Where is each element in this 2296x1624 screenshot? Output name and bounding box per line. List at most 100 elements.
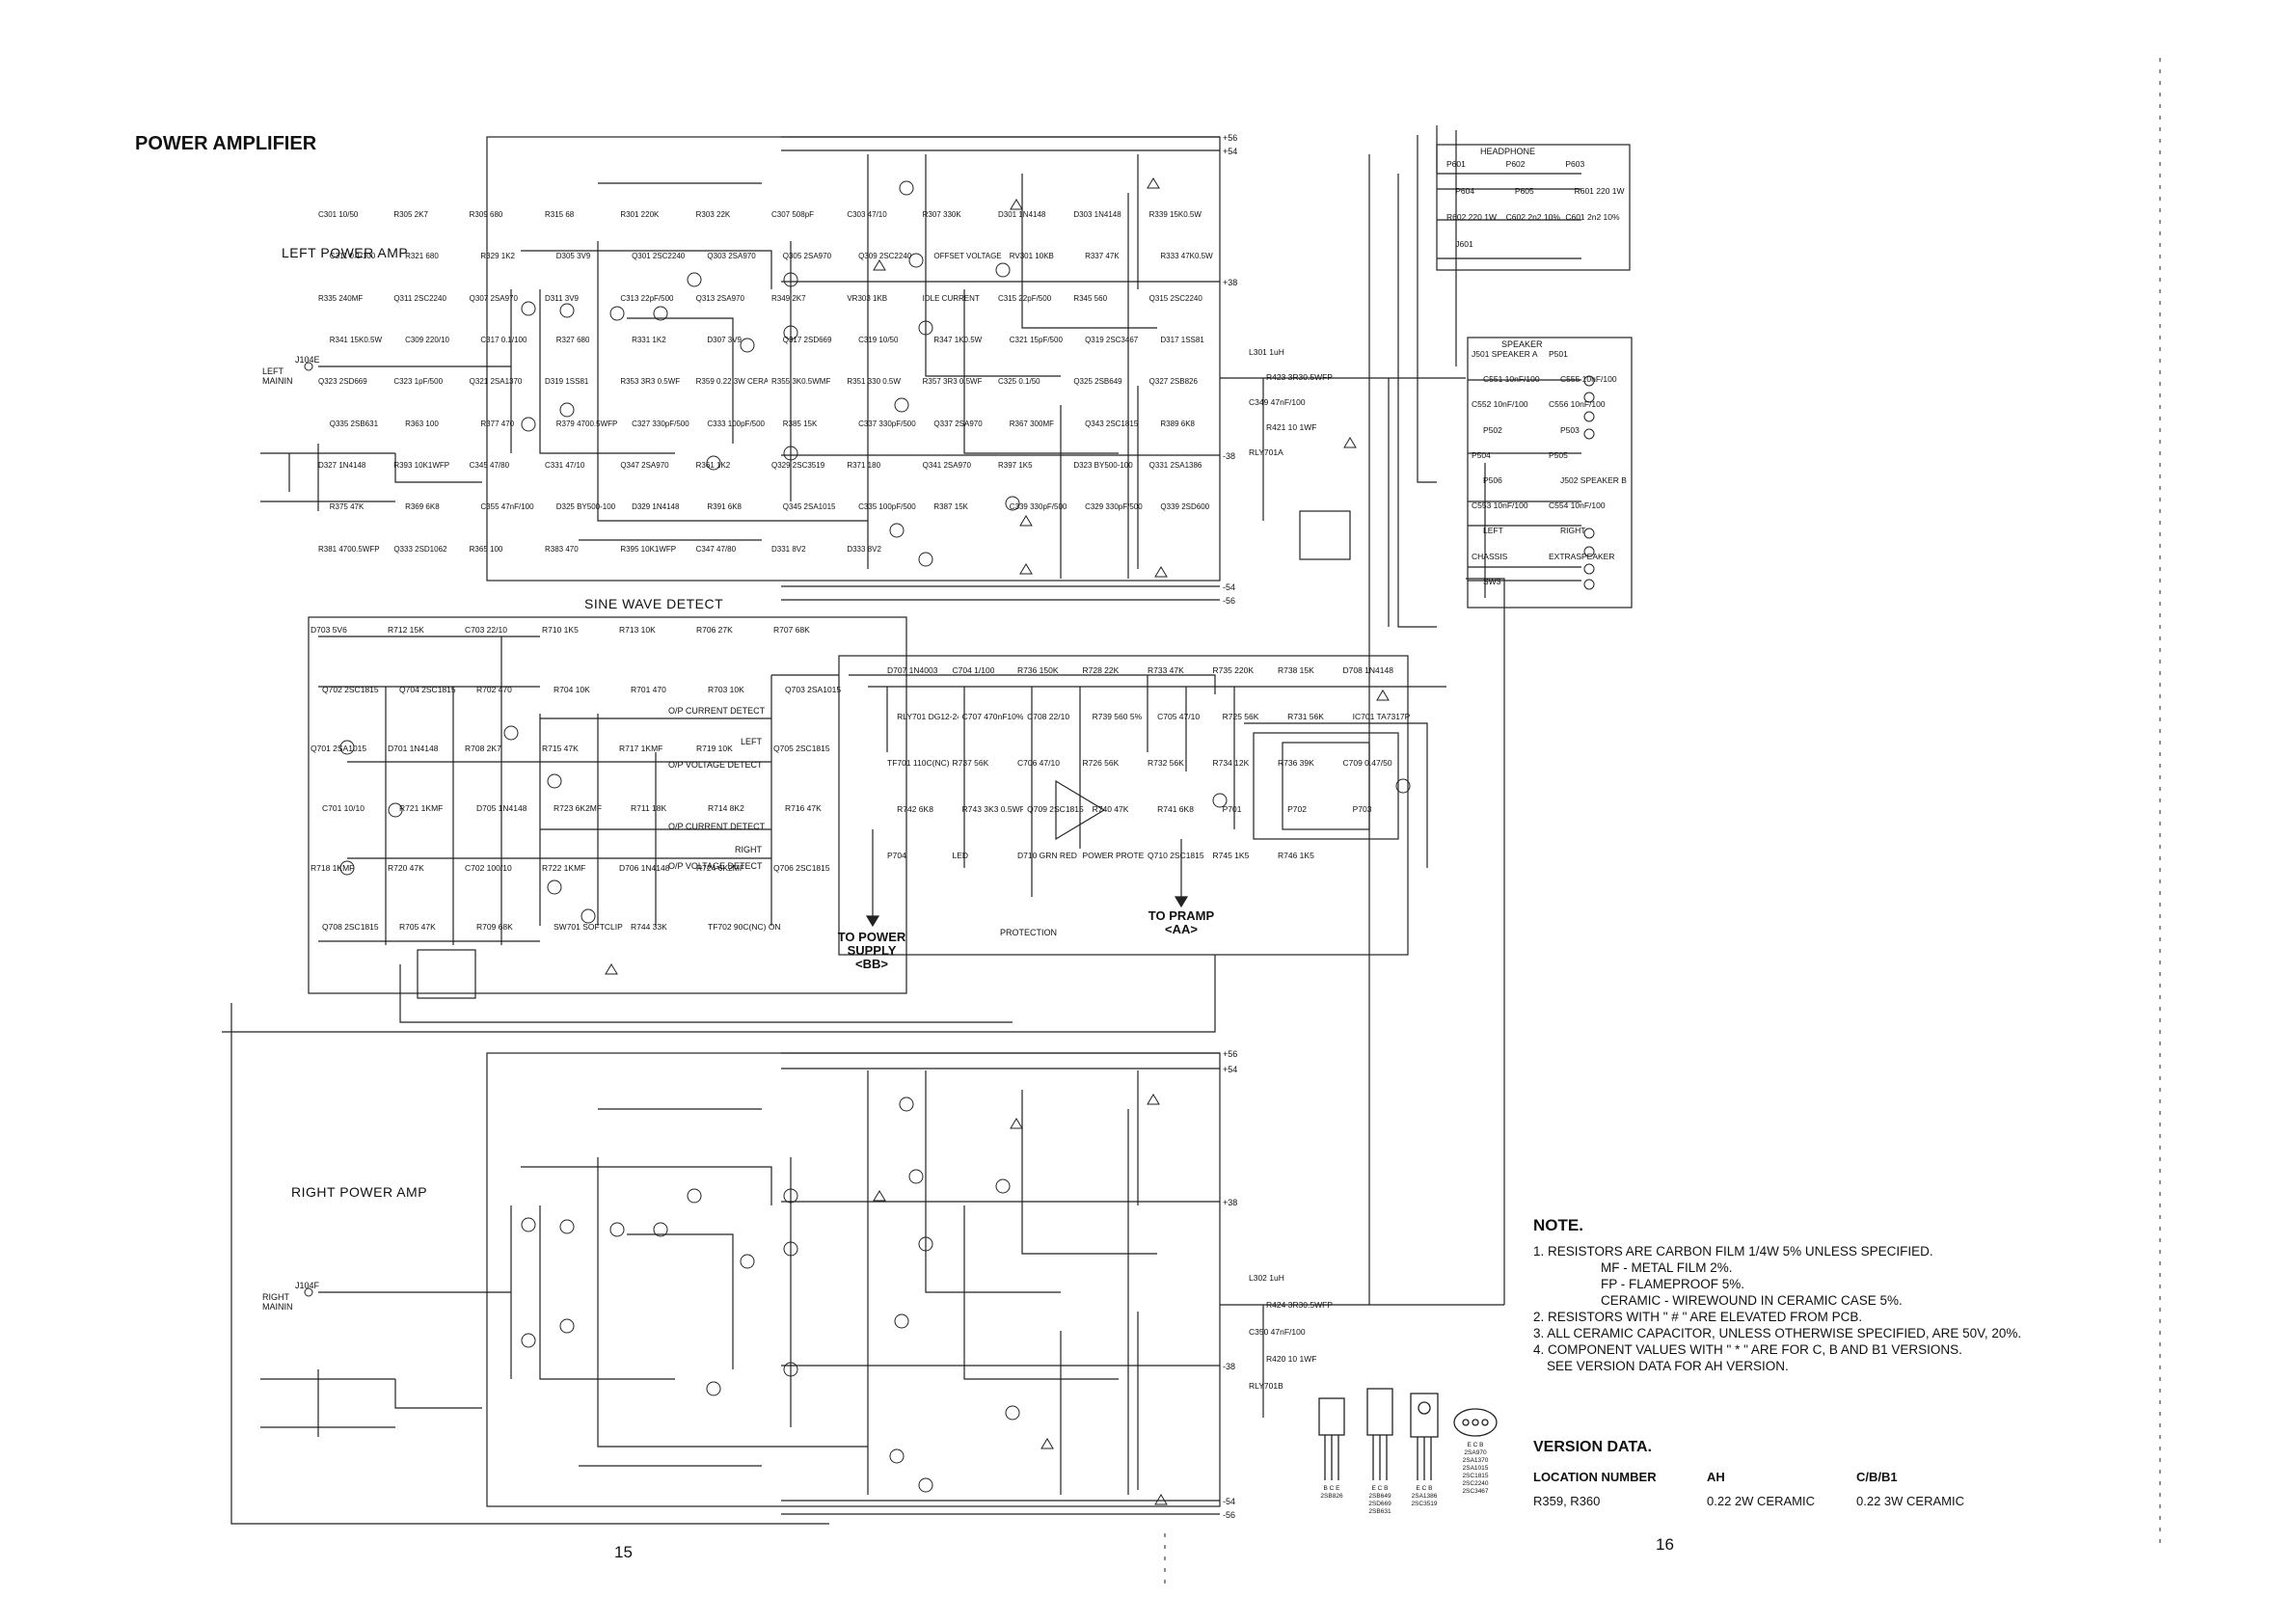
component-label: R724 6K2MF <box>696 862 745 873</box>
component-label: R355 3K0.5WMF <box>771 377 831 387</box>
component-label: D705 1N4148 <box>476 803 527 813</box>
component-label: C350 47nF/100 <box>1249 1327 1306 1337</box>
component-label: D307 3V9 <box>707 336 742 344</box>
rail-plus54-bot: +54 <box>1223 1065 1237 1074</box>
component-label: D301 1N4148 <box>998 210 1046 219</box>
component-label: C706 47/10 <box>1017 758 1060 768</box>
component-label: Q315 2SC2240 <box>1148 293 1202 303</box>
component-label: Q343 2SC1815 <box>1085 419 1139 428</box>
version-col-location: LOCATION NUMBER <box>1533 1470 1657 1484</box>
package-parts: 2SA1386 2SC3519 <box>1411 1493 1438 1507</box>
protection-frame <box>838 655 1409 956</box>
component-label: C349 47nF/100 <box>1249 397 1306 407</box>
component-label: C303 47/10 <box>847 210 887 219</box>
component-label: Q321 2SA1370 <box>469 377 523 387</box>
component-label: Q702 2SC1815 <box>322 684 379 694</box>
component-label: Q309 2SC2240 <box>858 252 912 261</box>
component-label: R736 150K <box>1017 665 1059 675</box>
caution-triangles <box>605 177 1390 1505</box>
component-label: Q323 2SD669 <box>318 377 367 387</box>
component-label: P703 <box>1352 804 1372 814</box>
sine-wave-label: SINE WAVE DETECT <box>584 596 724 611</box>
component-label: R701 470 <box>631 684 666 694</box>
note-line: 1. RESISTORS ARE CARBON FILM 1/4W 5% UNL… <box>1533 1244 1933 1259</box>
component-label: D323 BY500-100 <box>1073 461 1133 470</box>
component-label: R737 56K <box>952 758 989 768</box>
component-label: Q703 2SA1015 <box>785 684 842 694</box>
package-pins: E C B <box>1416 1485 1433 1492</box>
component-label: D333 8V2 <box>847 544 881 554</box>
component-label: IC701 TA7317P <box>1352 712 1411 721</box>
component-label: R347 1K0.5W <box>933 336 983 344</box>
note-line: 3. ALL CERAMIC CAPACITOR, UNLESS OTHERWI… <box>1533 1326 2022 1340</box>
component-label: Q337 2SA970 <box>933 419 983 428</box>
component-label: D706 1N4148 <box>619 862 670 873</box>
component-label: C347 47/80 <box>695 544 737 554</box>
component-label: Q329 2SC3519 <box>771 461 825 470</box>
component-label: R745 1K5 <box>1212 851 1250 860</box>
component-label: R712 15K <box>388 625 424 635</box>
left-input-jack: J104E <box>295 355 320 365</box>
headphone-box <box>1436 144 1631 271</box>
component-label: R395 10K1WFP <box>620 544 677 554</box>
package-pins: B C E <box>1323 1485 1340 1492</box>
component-label: R739 560 5% <box>1092 712 1143 721</box>
right-input-label: RIGHT MAININ <box>262 1292 293 1312</box>
component-label: C551 10nF/100 <box>1483 374 1540 385</box>
component-label: R722 1KMF <box>542 862 586 873</box>
rail-minus38-top: -38 <box>1223 451 1235 461</box>
component-label: EXTRASPEAKER <box>1549 551 1615 561</box>
component-label: C307 508pF <box>771 210 815 219</box>
component-label: P502 <box>1483 424 1502 435</box>
speaker-box <box>1467 337 1633 609</box>
headphone-label: HEADPHONE <box>1480 147 1536 156</box>
wiring <box>222 58 2161 1591</box>
component-label: C317 0.1/100 <box>480 336 527 344</box>
component-label: R383 470 <box>545 544 579 554</box>
component-label: C329 330pF/500 <box>1085 502 1143 512</box>
speaker-label: SPEAKER <box>1501 339 1543 349</box>
component-label: R721 1KMF <box>399 803 444 813</box>
component-label: P604 <box>1455 185 1475 196</box>
component-label: D311 3V9 <box>545 293 579 303</box>
component-label: C335 100pF/500 <box>858 502 916 512</box>
component-label: IDLE CURRENT <box>922 293 980 303</box>
component-label: C345 47/80 <box>469 461 510 470</box>
page-number-left: 15 <box>614 1543 633 1561</box>
component-label: D707 1N4003 <box>887 665 938 675</box>
component-label: C333 100pF/500 <box>707 419 766 428</box>
component-label: R728 22K <box>1082 665 1120 675</box>
right-current-detect: O/P CURRENT DETECT <box>668 822 766 831</box>
rail-minus56-top: -56 <box>1223 596 1235 606</box>
component-label: R703 10K <box>708 684 744 694</box>
component-label: R719 10K <box>696 744 733 754</box>
component-label: R735 220K <box>1212 665 1255 675</box>
component-label: D703 5V6 <box>311 625 347 635</box>
component-label: D317 1SS81 <box>1160 336 1204 344</box>
component-label: D701 1N4148 <box>388 744 439 754</box>
component-label: R741 6K8 <box>1157 804 1194 814</box>
component-label: Q317 2SD669 <box>782 336 832 344</box>
component-label: R381 4700.5WFP <box>318 544 380 554</box>
left-amp-label: LEFT POWER AMP <box>282 245 409 260</box>
component-label: C556 10nF/100 <box>1549 399 1606 410</box>
component-label: C601 2n2 10% <box>1565 212 1620 222</box>
component-label: R704 10K <box>554 684 590 694</box>
component-label: Q701 2SA1015 <box>311 744 367 754</box>
component-label: D325 BY500-100 <box>555 502 616 512</box>
component-label: C702 100/10 <box>465 862 512 873</box>
component-label: R327 680 <box>555 336 590 344</box>
package-pins: E C B <box>1467 1442 1484 1448</box>
component-label: R742 6K8 <box>897 804 933 814</box>
left-input-label: LEFT MAININ <box>262 366 293 386</box>
component-label: R375 47K <box>329 502 365 512</box>
component-label: D303 1N4148 <box>1073 210 1121 219</box>
component-label: R716 47K <box>785 803 822 813</box>
led-window <box>1282 742 1370 830</box>
component-label: Q339 2SD600 <box>1160 502 1210 512</box>
note-line: 4. COMPONENT VALUES WITH " * " ARE FOR C… <box>1533 1342 1962 1357</box>
component-label: TF701 110C(NC) ON HEATSINK <box>887 758 949 768</box>
component-label: R733 47K <box>1148 665 1184 675</box>
rail-labels: +56 +54 +38 -38 -54 -56 +56 +54 +38 -38 … <box>1223 133 1237 1520</box>
component-label: R369 6K8 <box>405 502 440 512</box>
